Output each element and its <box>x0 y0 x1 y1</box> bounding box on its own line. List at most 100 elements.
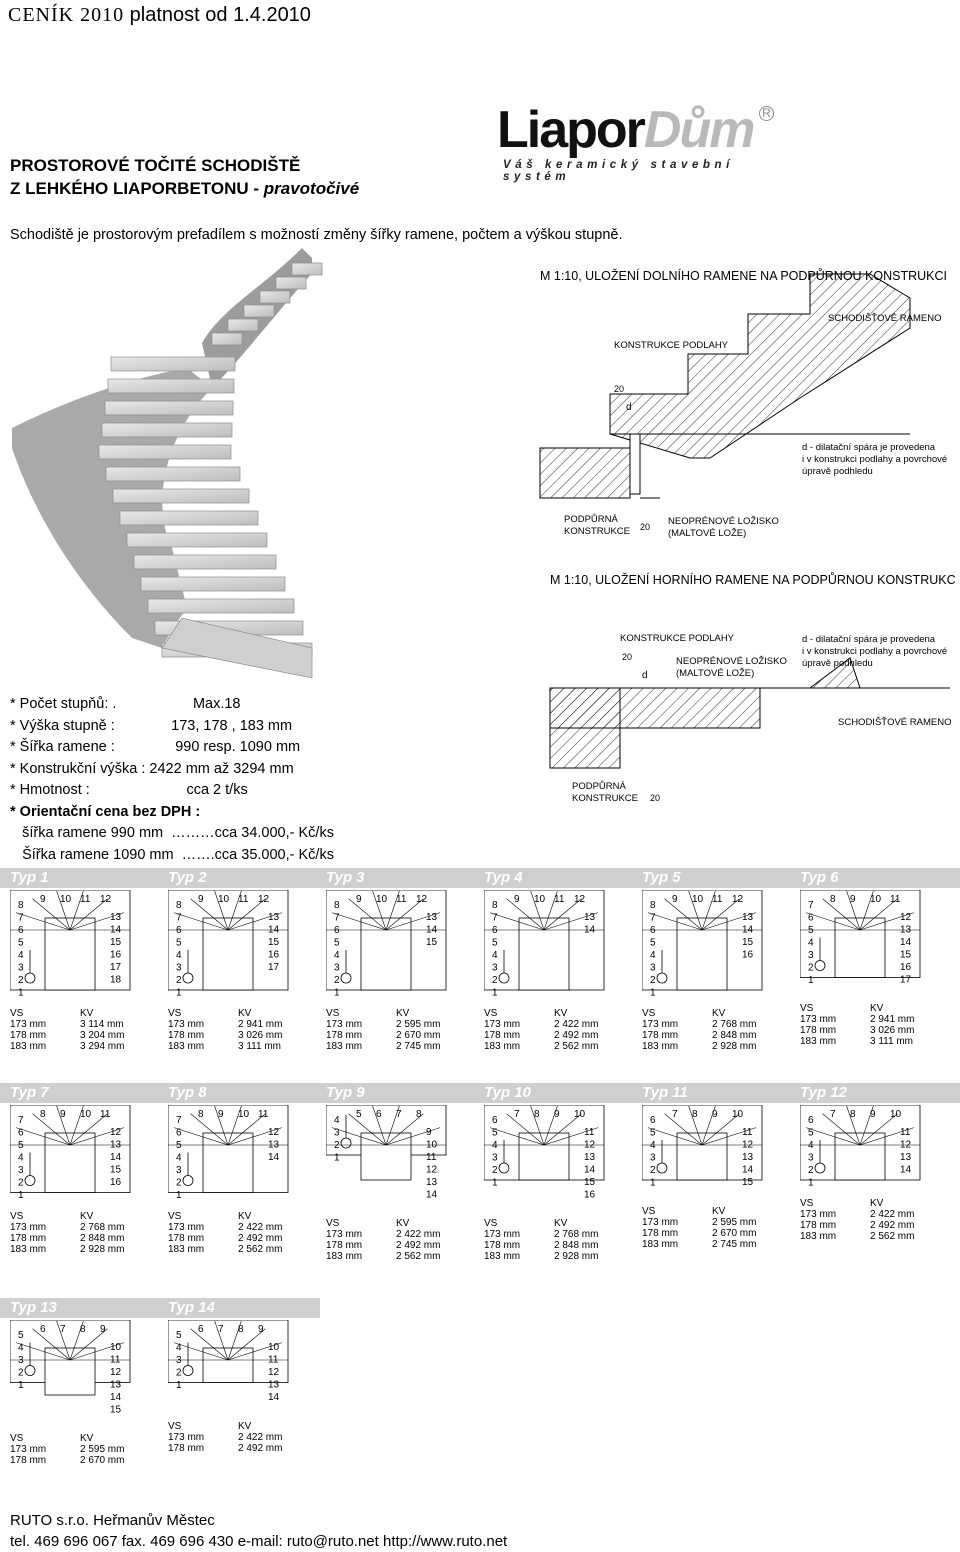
step-number: 14 <box>110 925 122 936</box>
step-number: 5 <box>808 925 814 936</box>
step-number: 15 <box>584 1177 596 1188</box>
step-number: 6 <box>650 925 656 936</box>
step-number: 12 <box>100 894 112 905</box>
step-number: 17 <box>268 962 280 973</box>
product-title: PROSTOROVÉ TOČITÉ SCHODIŠTĚ Z LEHKÉHO LI… <box>10 154 359 200</box>
step-number: 5 <box>18 1140 24 1151</box>
step-number: 10 <box>60 894 72 905</box>
detail-top-note2: i v konstrukci podlahy a povrchové <box>802 454 947 465</box>
footer-contact: tel. 469 696 067 fax. 469 696 430 e-mail… <box>10 1533 508 1550</box>
type-label: Typ 7 <box>10 1084 49 1101</box>
step-number: 8 <box>40 1109 46 1120</box>
step-number: 8 <box>334 900 340 911</box>
step-number: 7 <box>218 1324 224 1335</box>
cenik-label: CENÍK 2010 <box>8 4 125 26</box>
step-number: 18 <box>110 975 122 986</box>
step-number: 10 <box>80 1109 92 1120</box>
step-number: 3 <box>18 963 24 974</box>
spec-price-990: šířka ramene 990 mm ………cca 34.000,- Kč/k… <box>10 825 334 841</box>
step-number: 2 <box>176 975 182 986</box>
step-number: 14 <box>584 925 596 936</box>
step-number: 3 <box>808 950 814 961</box>
step-number: 13 <box>426 912 438 923</box>
step-number: 14 <box>742 1165 754 1176</box>
step-number: 13 <box>742 912 754 923</box>
step-number: 1 <box>808 1178 814 1189</box>
type-label: Typ 12 <box>800 1084 847 1101</box>
step-number: 11 <box>268 1355 279 1366</box>
step-number: 5 <box>18 938 24 949</box>
step-number: 16 <box>110 950 122 961</box>
step-number: 4 <box>492 1140 498 1151</box>
type-label: Typ 1 <box>10 869 49 886</box>
step-number: 1 <box>18 988 24 999</box>
step-number: 8 <box>492 900 498 911</box>
step-number: 6 <box>176 925 182 936</box>
spec-price-1090: Šířka ramene 1090 mm …….cca 35.000,- Kč/… <box>10 846 334 863</box>
step-number: 9 <box>356 894 362 905</box>
step-number: 13 <box>268 912 280 923</box>
step-number: 8 <box>18 900 24 911</box>
type-label: Typ 10 <box>484 1084 531 1101</box>
detail-top-neopren1: NEOPRÉNOVÉ LOŽISKO <box>668 516 779 527</box>
step-number: 13 <box>584 1152 596 1163</box>
step-number: 7 <box>650 913 656 924</box>
step-number: 9 <box>712 1109 718 1120</box>
step-number: 1 <box>18 1190 24 1201</box>
step-number: 2 <box>650 1165 656 1176</box>
step-number: 10 <box>692 894 704 905</box>
step-number: 7 <box>176 1115 182 1126</box>
step-number: 2 <box>334 975 340 986</box>
step-number: 11 <box>890 894 901 905</box>
detail-top-schodistove: SCHODIŠŤOVÉ RAMENO <box>828 313 942 324</box>
step-number: 13 <box>742 1152 754 1163</box>
step-number: 11 <box>80 894 91 905</box>
step-number: 9 <box>60 1109 66 1120</box>
step-number: 12 <box>732 894 744 905</box>
detail-bottom-podpurna1: PODPŮRNÁ <box>572 780 627 792</box>
step-number: 5 <box>650 938 656 949</box>
step-number: 4 <box>176 950 182 961</box>
spec-weight: * Hmotnost : cca 2 t/ks <box>10 782 248 798</box>
support-detail-diagrams: M 1:10, ULOŽENÍ DOLNÍHO RAMENE NA PODPŮR… <box>539 268 955 804</box>
step-number: 16 <box>584 1190 596 1201</box>
step-number: 1 <box>808 975 814 986</box>
step-number: 9 <box>672 894 678 905</box>
step-number: 14 <box>110 1392 122 1403</box>
step-number: 13 <box>110 1380 122 1391</box>
detail-top-note3: úpravě podhledu <box>802 466 873 477</box>
step-number: 6 <box>334 925 340 936</box>
step-number: 11 <box>712 894 723 905</box>
detail-top-20: 20 <box>614 384 624 394</box>
step-number: 4 <box>18 1153 24 1164</box>
step-number: 6 <box>18 1128 24 1139</box>
step-number: 4 <box>492 950 498 961</box>
liapor-dum-logo: LiaporDům R Váš keramický stavební systé… <box>497 104 775 183</box>
step-number: 10 <box>218 894 230 905</box>
step-number: 1 <box>334 1153 340 1164</box>
step-number: 6 <box>492 925 498 936</box>
step-number: 3 <box>176 1355 182 1366</box>
step-number: 3 <box>18 1355 24 1366</box>
step-number: 12 <box>416 894 428 905</box>
step-number: 11 <box>238 894 249 905</box>
step-number: 4 <box>650 1140 656 1151</box>
